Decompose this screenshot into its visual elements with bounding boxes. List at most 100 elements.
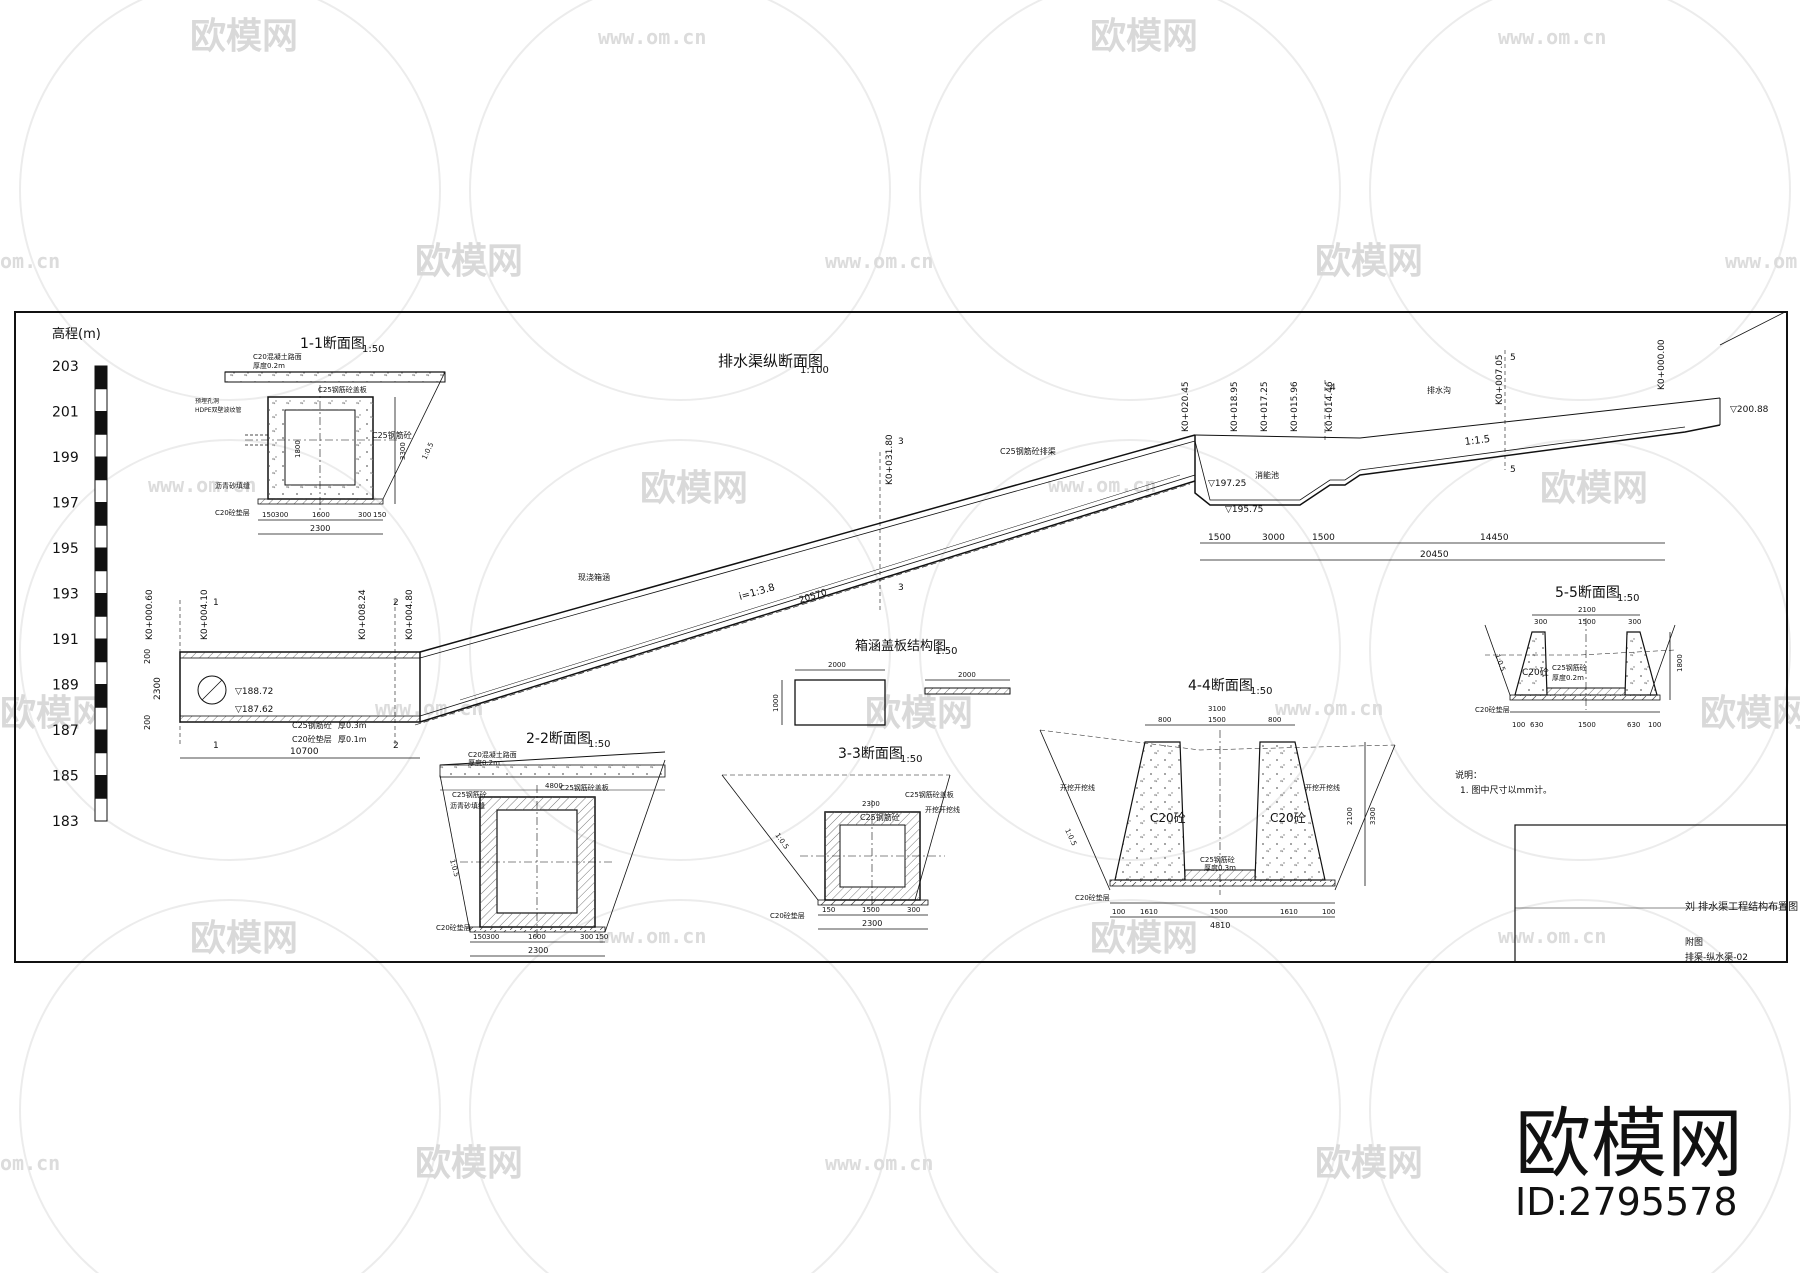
- section-note: C25钢筋砼盖板: [560, 783, 609, 792]
- dim-text: 1500: [862, 906, 880, 914]
- section-scale: 1:50: [588, 739, 610, 750]
- chute-bottom-inner: [419, 474, 1196, 717]
- section-note: 厚度0.2m: [253, 361, 285, 370]
- scale-tick-label: 183: [52, 814, 79, 830]
- dim-text: 150: [262, 511, 275, 519]
- dim-text: 4800: [545, 782, 563, 790]
- dim-text: 2300: [153, 677, 163, 700]
- section-title: 4-4断面图: [1188, 678, 1253, 694]
- dim-text: 1800: [294, 440, 302, 458]
- slope-label: i=1:3.8: [738, 582, 776, 603]
- section-note: C25钢筋砼: [1552, 663, 1587, 672]
- section-note: 开挖开挖线: [1060, 783, 1095, 792]
- scale-segment: [94, 661, 108, 685]
- basin-bottom-line: [1194, 424, 1721, 506]
- scale-tick-label: 197: [52, 496, 79, 512]
- section-mark: 3: [898, 437, 904, 447]
- scale-tick-label: 193: [52, 587, 79, 603]
- dim-text: 100: [1512, 721, 1525, 729]
- excavation-slope-right: [604, 759, 666, 933]
- scale-tick-label: 203: [52, 359, 79, 375]
- section-note: C20砼垫层: [1075, 893, 1110, 902]
- slab-title: 箱涵盖板结构图: [855, 638, 946, 654]
- watermark-url: www.om.cn: [1275, 696, 1383, 720]
- section-mark: 1: [213, 598, 219, 608]
- watermark-brand: 欧模网: [640, 468, 748, 509]
- dim-text: 3000: [1262, 533, 1285, 543]
- road-surface: [439, 751, 666, 766]
- watermark-brand: 欧模网: [865, 693, 973, 734]
- dim-text: 1000: [772, 694, 780, 712]
- dim-text: 2300: [862, 800, 880, 808]
- scale-tick-label: 195: [52, 541, 79, 557]
- watermark-url: www.om.cn: [1725, 249, 1800, 273]
- basin-inner-line: [1194, 426, 1686, 501]
- dim-text: 300: [580, 933, 593, 941]
- scale-segment: [94, 615, 108, 640]
- slope-label: 1:0.5: [773, 832, 790, 851]
- dim-line-slope: [459, 474, 1181, 701]
- watermark-brand: 欧模网: [415, 241, 523, 282]
- section-mark: 1: [213, 741, 219, 751]
- title-block-title: 刘 排水渠工程结构布置图: [1685, 900, 1798, 913]
- dim-text: 4810: [1210, 921, 1230, 930]
- dim-text: 150: [822, 906, 835, 914]
- dim-text: 100: [1322, 908, 1335, 916]
- watermark-url: www.om.cn: [825, 249, 933, 273]
- general-notes: 说明： 1. 图中尺寸以mm计。: [1455, 769, 1552, 796]
- station-label: K0+000.00: [1657, 339, 1667, 390]
- section-note: C20砼垫层: [215, 508, 250, 517]
- dim-text: 1500: [1208, 716, 1226, 724]
- dim-text: 200: [143, 715, 152, 730]
- dim-text: 1500: [1578, 618, 1596, 626]
- watermark-brand: 欧模网: [1090, 16, 1198, 57]
- section-note: C20混凝土路面: [253, 352, 302, 361]
- profile-note: C25钢筋砼: [292, 720, 332, 730]
- top-slab-fill: [268, 397, 373, 410]
- cushion-layer: [469, 926, 606, 933]
- scale-segment: [94, 570, 108, 594]
- watermark-brand: 欧模网: [1315, 241, 1423, 282]
- chute-excavation-line: [414, 483, 1191, 726]
- cushion-layer: [1109, 879, 1336, 887]
- station-label: K0+004.10: [200, 589, 210, 640]
- longitudinal-title: 排水渠纵断面图: [718, 352, 823, 370]
- watermark-brand: 欧模网: [1090, 918, 1198, 959]
- title-block: 刘 排水渠工程结构布置图 附图 排渠-纵水渠-02: [1514, 824, 1798, 963]
- scale-tick-label: 199: [52, 450, 79, 466]
- watermark-url-fragment: om.cn: [0, 249, 60, 273]
- station-label: K0+000.60: [145, 589, 155, 640]
- profile-note: 厚0.3m: [338, 721, 367, 730]
- dim-text: 2100: [1346, 807, 1354, 825]
- section-note: 厚度0.2m: [1552, 673, 1584, 682]
- dim-text: 200: [143, 649, 152, 664]
- slope-label: 1:0.5: [448, 858, 460, 877]
- section-note: C25钢筋砼: [372, 430, 412, 440]
- scale-tick-label: 191: [52, 632, 79, 648]
- section-note: C20砼垫层: [436, 923, 471, 932]
- slab-section: [924, 687, 1011, 695]
- section-mark: 5: [1510, 465, 1516, 475]
- section-5-5: 5-5断面图 1:50 C20砼 C25钢筋砼 厚度0.2m C20砼垫层 21…: [1475, 585, 1684, 729]
- scale-segment: [94, 479, 108, 503]
- station-label: K0+014.46: [1325, 381, 1335, 432]
- longitudinal-scale: 1:100: [800, 365, 829, 376]
- cushion-layer: [257, 498, 384, 505]
- dim-text: 3300: [1369, 807, 1377, 825]
- section-note: C25钢筋砼: [452, 790, 487, 799]
- station-label: K0+004.80: [405, 589, 415, 640]
- scale-tick-label: 185: [52, 769, 79, 785]
- chute-top-inner: [419, 440, 1196, 659]
- dim-text: 800: [1158, 716, 1171, 724]
- section-note: 开挖开挖线: [1305, 783, 1340, 792]
- terrain-line: [1719, 311, 1786, 346]
- section-note: C25钢筋砼盖板: [905, 790, 954, 799]
- watermark-brand: 欧模网: [1700, 693, 1800, 734]
- section-note: HDPE双壁波纹管: [195, 406, 242, 414]
- dim-text: 10700: [290, 747, 319, 757]
- watermark-id: ID:2795578: [1515, 1180, 1738, 1224]
- title-block-frame: [1514, 824, 1788, 963]
- section-3-3: 3-3断面图 1:50 C25钢筋砼 C25钢筋砼盖板 开挖开挖线 C20砼垫层…: [721, 746, 960, 930]
- station-label: K0+008.24: [358, 589, 368, 640]
- section-note: 沥青砂填缝: [450, 801, 485, 810]
